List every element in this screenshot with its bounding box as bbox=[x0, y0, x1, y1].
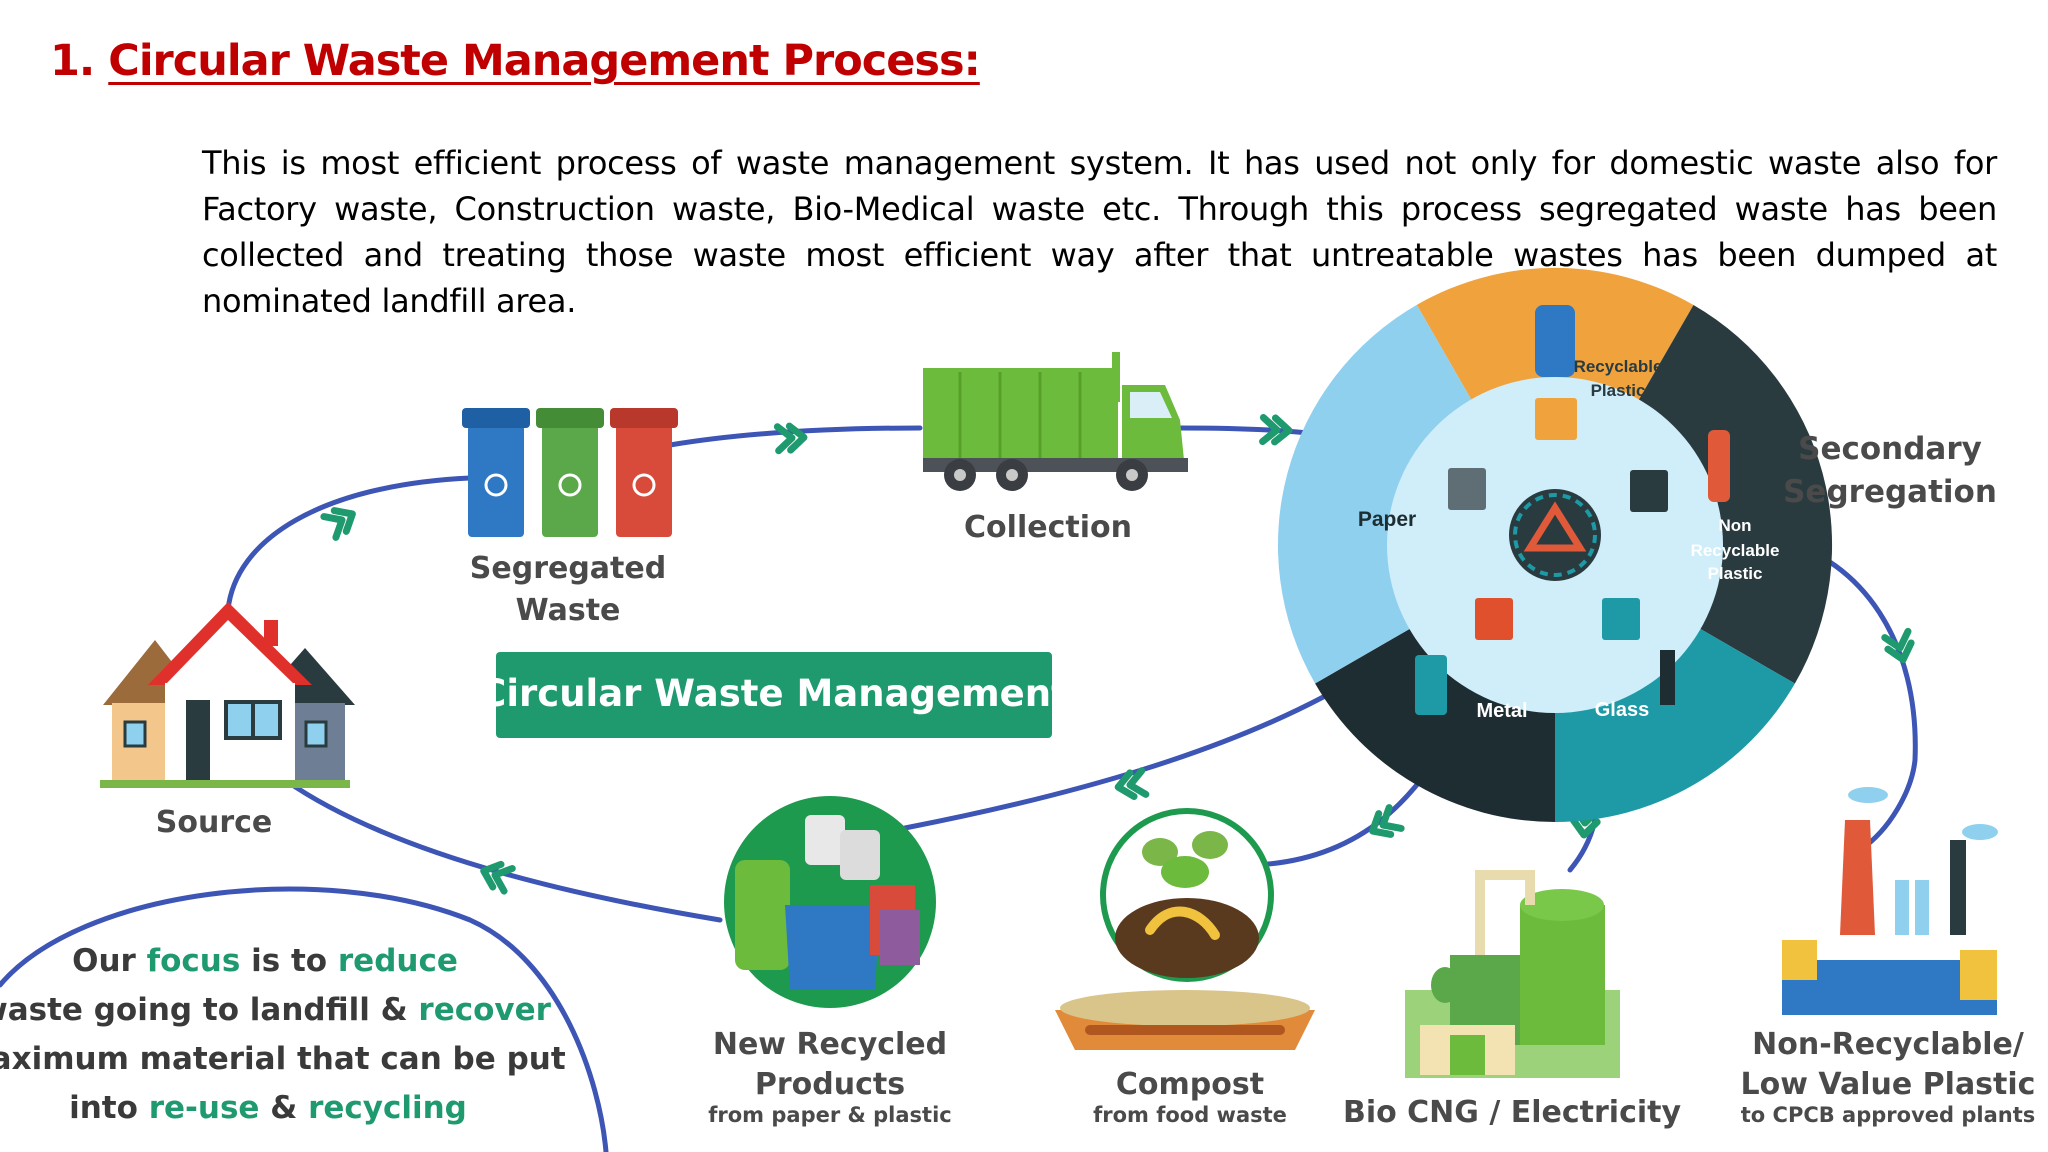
section-number: 1. bbox=[50, 36, 95, 86]
segregated-label-2: Waste bbox=[516, 593, 621, 628]
intro-paragraph: This is most efficient process of waste … bbox=[202, 144, 1997, 320]
svg-text:maximum material that can be p: maximum material that can be put bbox=[0, 1041, 566, 1077]
recycled-sub: from paper & plastic bbox=[708, 1103, 951, 1127]
nonrec-sub: to CPCB approved plants bbox=[1741, 1103, 2036, 1127]
recycled-products-icon bbox=[724, 796, 936, 1008]
banner-text: Circular Waste Management bbox=[479, 672, 1069, 715]
wheel-recyclable-1: Recyclable bbox=[1574, 357, 1663, 376]
bins-icon bbox=[462, 408, 678, 537]
biocng-label: Bio CNG / Electricity bbox=[1343, 1095, 1682, 1130]
compost-icon bbox=[1055, 808, 1315, 1050]
source-label: Source bbox=[156, 805, 273, 840]
compost-sub: from food waste bbox=[1093, 1103, 1287, 1127]
section-title: Circular Waste Management Process: bbox=[108, 36, 981, 86]
recycled-label-1: New Recycled bbox=[713, 1027, 947, 1062]
svg-text:Our focus is to reduce: Our focus is to reduce bbox=[72, 943, 458, 979]
compost-label: Compost bbox=[1116, 1067, 1264, 1102]
wheel-nonrec-1: Non bbox=[1718, 516, 1751, 535]
title-banner bbox=[496, 652, 1052, 738]
wheel-paper: Paper bbox=[1358, 508, 1416, 531]
collection-label: Collection bbox=[964, 510, 1132, 545]
biocng-plant-icon bbox=[1405, 870, 1620, 1078]
wheel-recyclable-2: Plastic bbox=[1591, 381, 1646, 400]
segregation-wheel bbox=[1277, 267, 1833, 822]
secondary-label-2: Segregation bbox=[1783, 474, 1997, 510]
focus-statement: Our focus is to reduce waste going to la… bbox=[0, 943, 566, 1126]
svg-text:into re-use & recycling: into re-use & recycling bbox=[69, 1090, 467, 1126]
wheel-glass: Glass bbox=[1595, 699, 1649, 721]
recycled-label-2: Products bbox=[755, 1067, 905, 1102]
factory-icon bbox=[1782, 787, 1998, 1015]
truck-icon bbox=[923, 352, 1188, 491]
nonrec-label-2: Low Value Plastic bbox=[1741, 1067, 2036, 1102]
svg-text:waste going to landfill & reco: waste going to landfill & recover bbox=[0, 992, 552, 1028]
section-heading: 1. Circular Waste Management Process: bbox=[50, 36, 981, 86]
wheel-metal: Metal bbox=[1476, 700, 1527, 722]
segregated-label-1: Segregated bbox=[470, 551, 666, 586]
nonrec-label-1: Non-Recyclable/ bbox=[1752, 1027, 2024, 1062]
house-icon bbox=[100, 602, 355, 788]
secondary-label-1: Secondary bbox=[1798, 431, 1982, 467]
wheel-nonrec-2: Recyclable bbox=[1691, 541, 1780, 560]
wheel-nonrec-3: Plastic bbox=[1708, 564, 1763, 583]
